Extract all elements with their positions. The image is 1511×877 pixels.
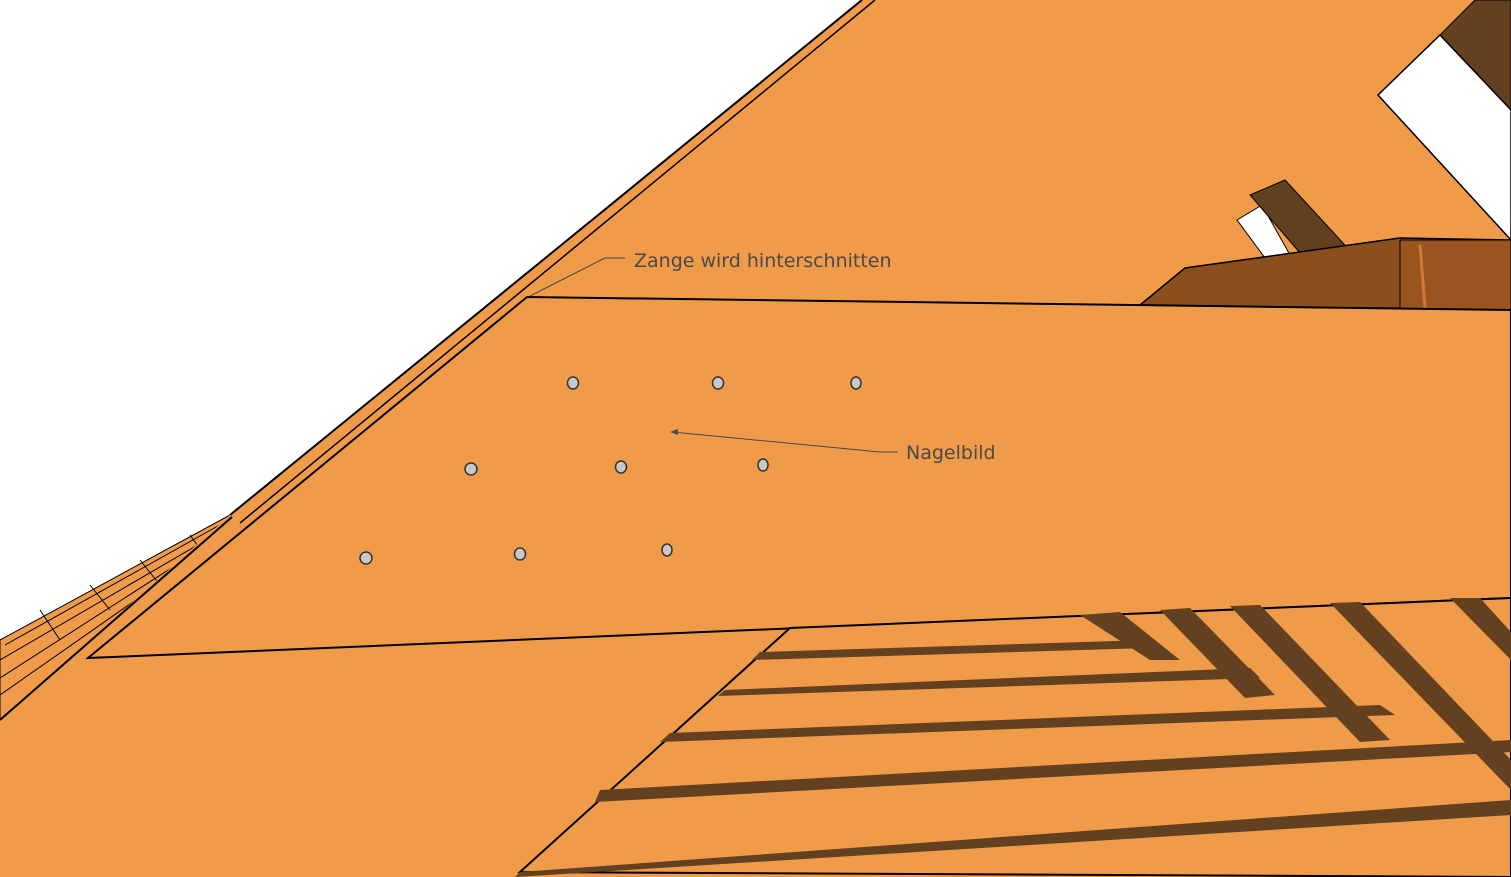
floor-boards	[515, 596, 1511, 877]
rafter-edge-lower	[0, 516, 233, 721]
nagelbild-leader-line	[671, 431, 898, 453]
nail	[757, 458, 769, 472]
gap-upper	[1376, 33, 1511, 242]
nagelbild-annotation: Nagelbild	[906, 442, 996, 464]
purlin-end	[1399, 239, 1511, 311]
nail-pattern	[359, 376, 862, 565]
nail	[566, 376, 580, 390]
nail	[850, 376, 862, 390]
nail	[359, 551, 373, 565]
zange-leader-line	[529, 257, 625, 297]
upper-right-beam	[1439, 0, 1511, 111]
zange-annotation: Zange wird hinterschnitten	[634, 250, 892, 272]
nail	[661, 543, 673, 557]
purlin-line	[1418, 244, 1427, 309]
nail	[614, 460, 628, 474]
nail	[513, 547, 527, 561]
nagelbild-arrowhead	[670, 429, 678, 435]
rafter-edge-outer	[229, 0, 863, 516]
rafter-edge-inner	[239, 0, 876, 524]
nail	[711, 376, 725, 390]
nail	[464, 462, 478, 476]
